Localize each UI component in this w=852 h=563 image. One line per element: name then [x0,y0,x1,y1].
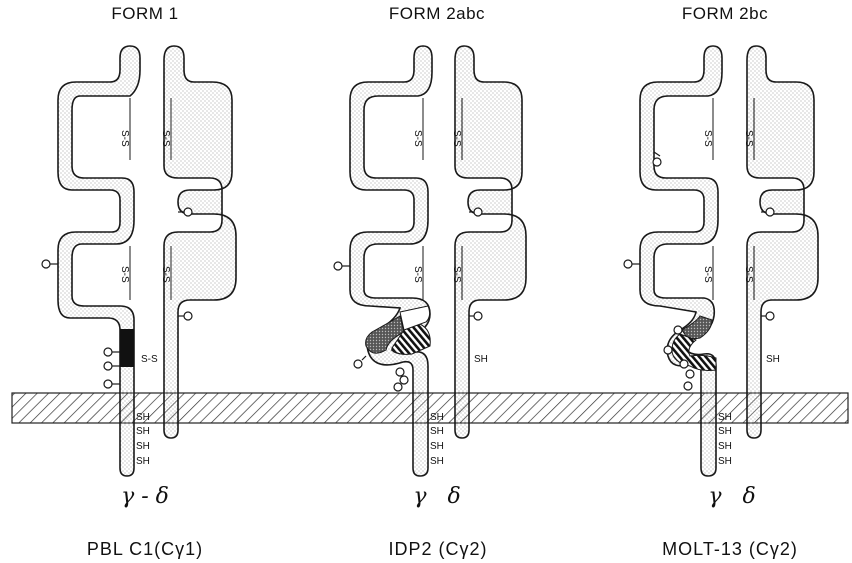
form-1-gamma-bond-1: S-S [119,130,130,147]
form-2bc-delta-chain [746,45,819,439]
form-2bc-gamma-bond-2: S-S [702,266,713,283]
form-2abc-delta-bond-2: S-S [451,266,462,283]
form-2abc-receptor: S-S S-S S-S S-S SH SH SH SH SH [333,45,527,477]
form-1-gamma-dark-segment [120,329,134,367]
form-2abc-sh-1: SH [430,412,444,423]
form-1-delta-bond-1: S-S [160,130,171,147]
form-2abc-chain-label: γ δ [413,484,461,509]
form-2abc-dark-segment [365,315,405,354]
form-2abc-sh-4: SH [430,456,444,467]
form-2bc-delta-bond-1: S-S [743,130,754,147]
form-2bc-cell-line: MOLT-13 (Cγ2) [662,539,798,559]
form-2bc-delta-sh: SH [766,354,780,365]
form-1-receptor: S-S S-S S-S S-S S-S SH SH SH SH [41,45,237,477]
form-2bc-dark-segment [681,315,713,340]
form-2abc-title: FORM 2abc [388,4,486,23]
form-1-sh-1: SH [136,412,150,423]
form-1-sh-3: SH [136,441,150,452]
form-2bc-title: FORM 2bc [681,4,769,23]
form-1-interchain-bond: S-S [141,354,158,365]
form-2abc-gamma-bond-2: S-S [412,266,423,283]
form-2abc-striped-segment [391,323,431,355]
form-1-gamma-bond-2: S-S [119,266,130,283]
form-1-sh-2: SH [136,426,150,437]
form-1-chain-label: γ - δ [121,484,169,509]
form-2bc-sh-2: SH [718,426,732,437]
form-2bc-receptor: S-S S-S S-S S-S SH SH SH SH SH [623,45,819,477]
form-2abc-white-segment [399,305,431,331]
form-1-sh-4: SH [136,456,150,467]
form-1-gamma-chain [57,45,141,477]
form-2abc-cell-line: IDP2 (Cγ2) [388,539,488,559]
form-2abc-delta-sh: SH [474,354,488,365]
form-2abc-sh-2: SH [430,426,444,437]
form-2abc-delta-chain [454,45,527,439]
form-2bc-sh-1: SH [718,412,732,423]
form-2bc-gamma-bond-1: S-S [702,130,713,147]
form-1-title: FORM 1 [111,4,179,23]
form-2abc-gamma-bond-1: S-S [412,130,423,147]
form-1-delta-chain [163,45,237,439]
form-2abc-delta-bond-1: S-S [451,130,462,147]
form-2bc-chain-label: γ δ [708,484,756,509]
form-2bc-sh-3: SH [718,441,732,452]
form-2bc-delta-bond-2: S-S [743,266,754,283]
form-2abc-sh-3: SH [430,441,444,452]
form-2bc-sh-4: SH [718,456,732,467]
form-1-delta-bond-2: S-S [160,266,171,283]
form-1-cell-line: PBL C1(Cγ1) [86,539,204,559]
